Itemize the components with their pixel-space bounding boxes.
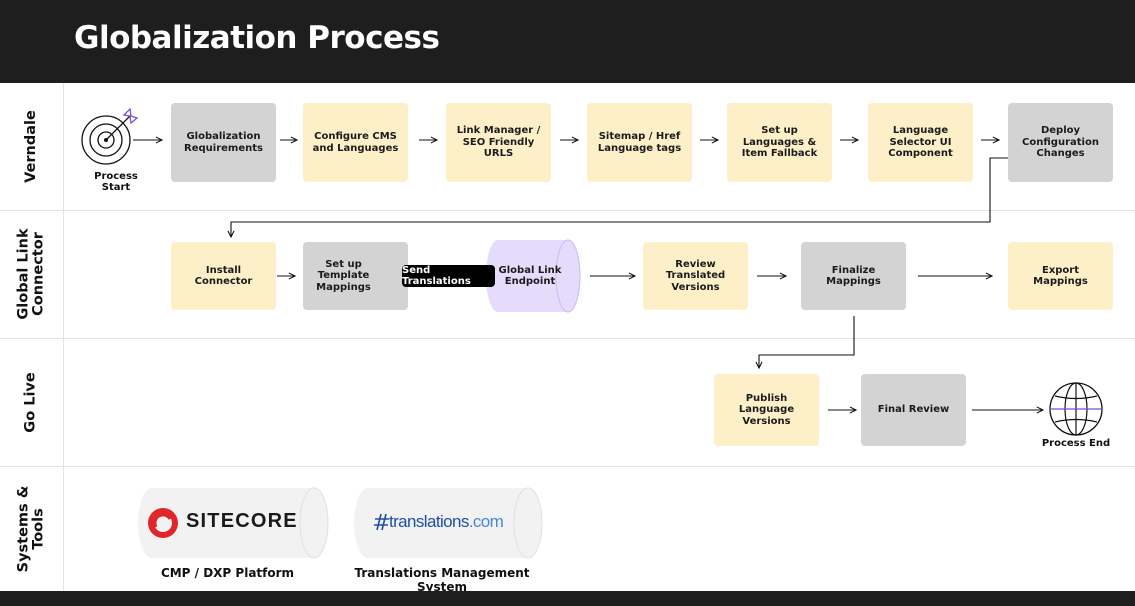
sitecore-logo-icon <box>148 508 178 538</box>
page-title: Globalization Process <box>74 20 440 56</box>
process-end-label: Process End <box>1041 438 1111 449</box>
node-export-mappings[interactable]: Export Mappings <box>1008 242 1113 310</box>
node-template-mappings[interactable]: Set up Template Mappings <box>303 242 408 310</box>
node-configure-cms[interactable]: Configure CMS and Languages <box>303 103 408 182</box>
footer-bar <box>0 591 1135 606</box>
node-final-review[interactable]: Final Review <box>861 374 966 446</box>
node-publish-language[interactable]: Publish Language Versions <box>714 374 819 446</box>
translations-caption: Translations Management System <box>354 566 530 594</box>
arrow-finalize-to-publish <box>759 316 855 368</box>
translations-logo-suffix: .com <box>468 512 504 531</box>
lane-label-go-live: Go Live <box>22 371 39 433</box>
node-setup-languages[interactable]: Set up Languages & Item Fallback <box>727 103 832 182</box>
lane-verndale: Verndale <box>0 83 63 210</box>
header-bar: Globalization Process <box>0 0 1135 83</box>
node-sitemap[interactable]: Sitemap / Href Language tags <box>587 103 692 182</box>
node-install-connector[interactable]: Install Connector <box>171 242 276 310</box>
globe-icon <box>1049 382 1103 436</box>
node-review-translated[interactable]: Review Translated Versions <box>643 242 748 310</box>
process-start-label: Process Start <box>94 171 138 193</box>
lane-label-systems: Systems & Tools <box>15 485 47 572</box>
translations-logo-main: translations <box>389 512 469 531</box>
translations-logo-icon <box>374 513 389 531</box>
node-globalization-requirements[interactable]: Globalization Requirements <box>171 103 276 182</box>
sitecore-caption: CMP / DXP Platform <box>160 566 295 580</box>
translations-logo-text: translations.com <box>389 512 504 532</box>
node-link-manager[interactable]: Link Manager / SEO Friendly URLS <box>446 103 551 182</box>
send-translations-badge[interactable]: Send Translations <box>402 265 495 287</box>
lane-label-verndale: Verndale <box>23 110 39 183</box>
node-deploy-configuration[interactable]: Deploy Configuration Changes <box>1008 103 1113 182</box>
lane-divider <box>0 466 1135 467</box>
lane-global-link-connector: Global Link Connector <box>0 210 63 338</box>
lane-divider <box>0 210 1135 211</box>
node-global-link-endpoint[interactable]: Global Link Endpoint <box>498 264 562 288</box>
node-finalize-mappings[interactable]: Finalize Mappings <box>801 242 906 310</box>
lane-divider <box>0 338 1135 339</box>
lane-label-divider <box>63 83 64 591</box>
node-language-selector[interactable]: Language Selector UI Component <box>868 103 973 182</box>
lane-systems-tools: Systems & Tools <box>0 466 63 591</box>
lane-go-live: Go Live <box>0 338 63 466</box>
sitecore-logo-text: SITECORE <box>186 510 298 532</box>
target-icon <box>81 107 139 165</box>
lane-label-connector: Global Link Connector <box>15 228 47 320</box>
